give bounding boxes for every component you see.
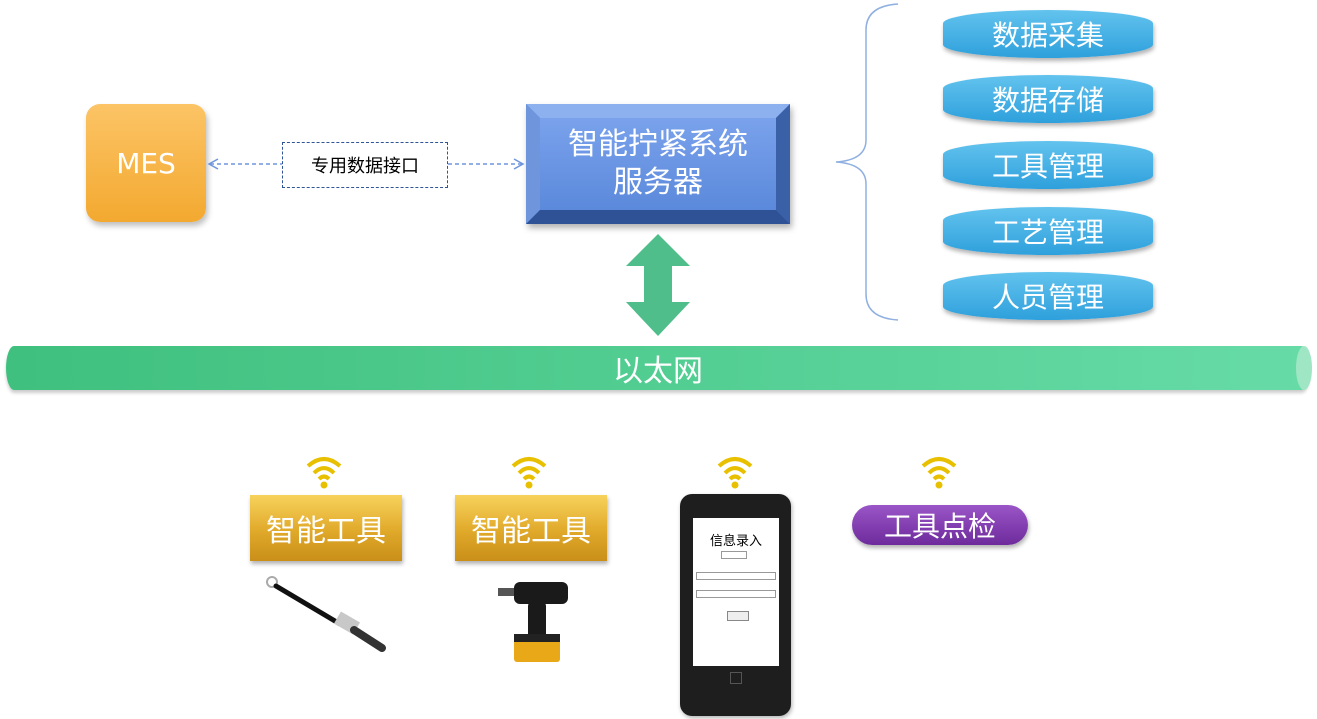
function-label: 数据存储 xyxy=(991,84,1104,117)
mes-arrowhead xyxy=(207,158,219,170)
wifi-icon xyxy=(306,457,342,489)
smart-tool-box: 智能工具 xyxy=(455,495,607,561)
handheld-terminal: 信息录入 xyxy=(680,494,791,716)
function-data-collection: 数据采集 xyxy=(943,10,1153,58)
handheld-input-field xyxy=(696,590,776,598)
function-label: 人员管理 xyxy=(991,281,1104,314)
handheld-input-field xyxy=(696,572,776,580)
data-interface-label: 专用数据接口 xyxy=(311,156,419,177)
wifi-icon xyxy=(717,457,753,489)
tool-inspection-pill: 工具点检 xyxy=(852,505,1028,545)
function-label: 数据采集 xyxy=(991,19,1104,52)
function-tool-management: 工具管理 xyxy=(943,141,1153,189)
ethernet-bus-end xyxy=(1296,346,1312,390)
data-interface-box: 专用数据接口 xyxy=(282,142,448,188)
wifi-icon xyxy=(511,457,547,489)
windows-icon xyxy=(730,672,742,684)
tool-inspection-label: 工具点检 xyxy=(883,510,996,543)
smart-tool-box: 智能工具 xyxy=(250,495,402,561)
server-title-line2: 服务器 xyxy=(613,165,703,200)
function-label: 工具管理 xyxy=(991,150,1104,183)
smart-tool-label: 智能工具 xyxy=(471,514,591,549)
ethernet-label: 以太网 xyxy=(613,354,703,389)
double-arrow-icon xyxy=(626,234,690,336)
mes-box: MES xyxy=(86,104,206,222)
handheld-screen: 信息录入 xyxy=(693,518,779,666)
function-personnel-management: 人员管理 xyxy=(943,272,1153,320)
handheld-screen-title: 信息录入 xyxy=(709,534,762,549)
power-tool-image xyxy=(498,582,568,662)
wifi-icon xyxy=(921,457,957,489)
mes-label: MES xyxy=(116,146,176,180)
smart-tool-label: 智能工具 xyxy=(266,514,386,549)
function-label: 工艺管理 xyxy=(991,216,1104,249)
handheld-submit-button xyxy=(727,611,749,621)
handheld-input-field xyxy=(721,551,747,559)
ethernet-bus: 以太网 xyxy=(6,346,1310,390)
function-data-storage: 数据存储 xyxy=(943,75,1153,123)
torque-wrench-image xyxy=(266,576,386,652)
function-brace xyxy=(835,3,899,321)
server-title-line1: 智能拧紧系统 xyxy=(568,127,748,162)
server-box: 智能拧紧系统 服务器 xyxy=(526,104,790,224)
server-arrowhead xyxy=(513,158,525,170)
function-process-management: 工艺管理 xyxy=(943,207,1153,255)
